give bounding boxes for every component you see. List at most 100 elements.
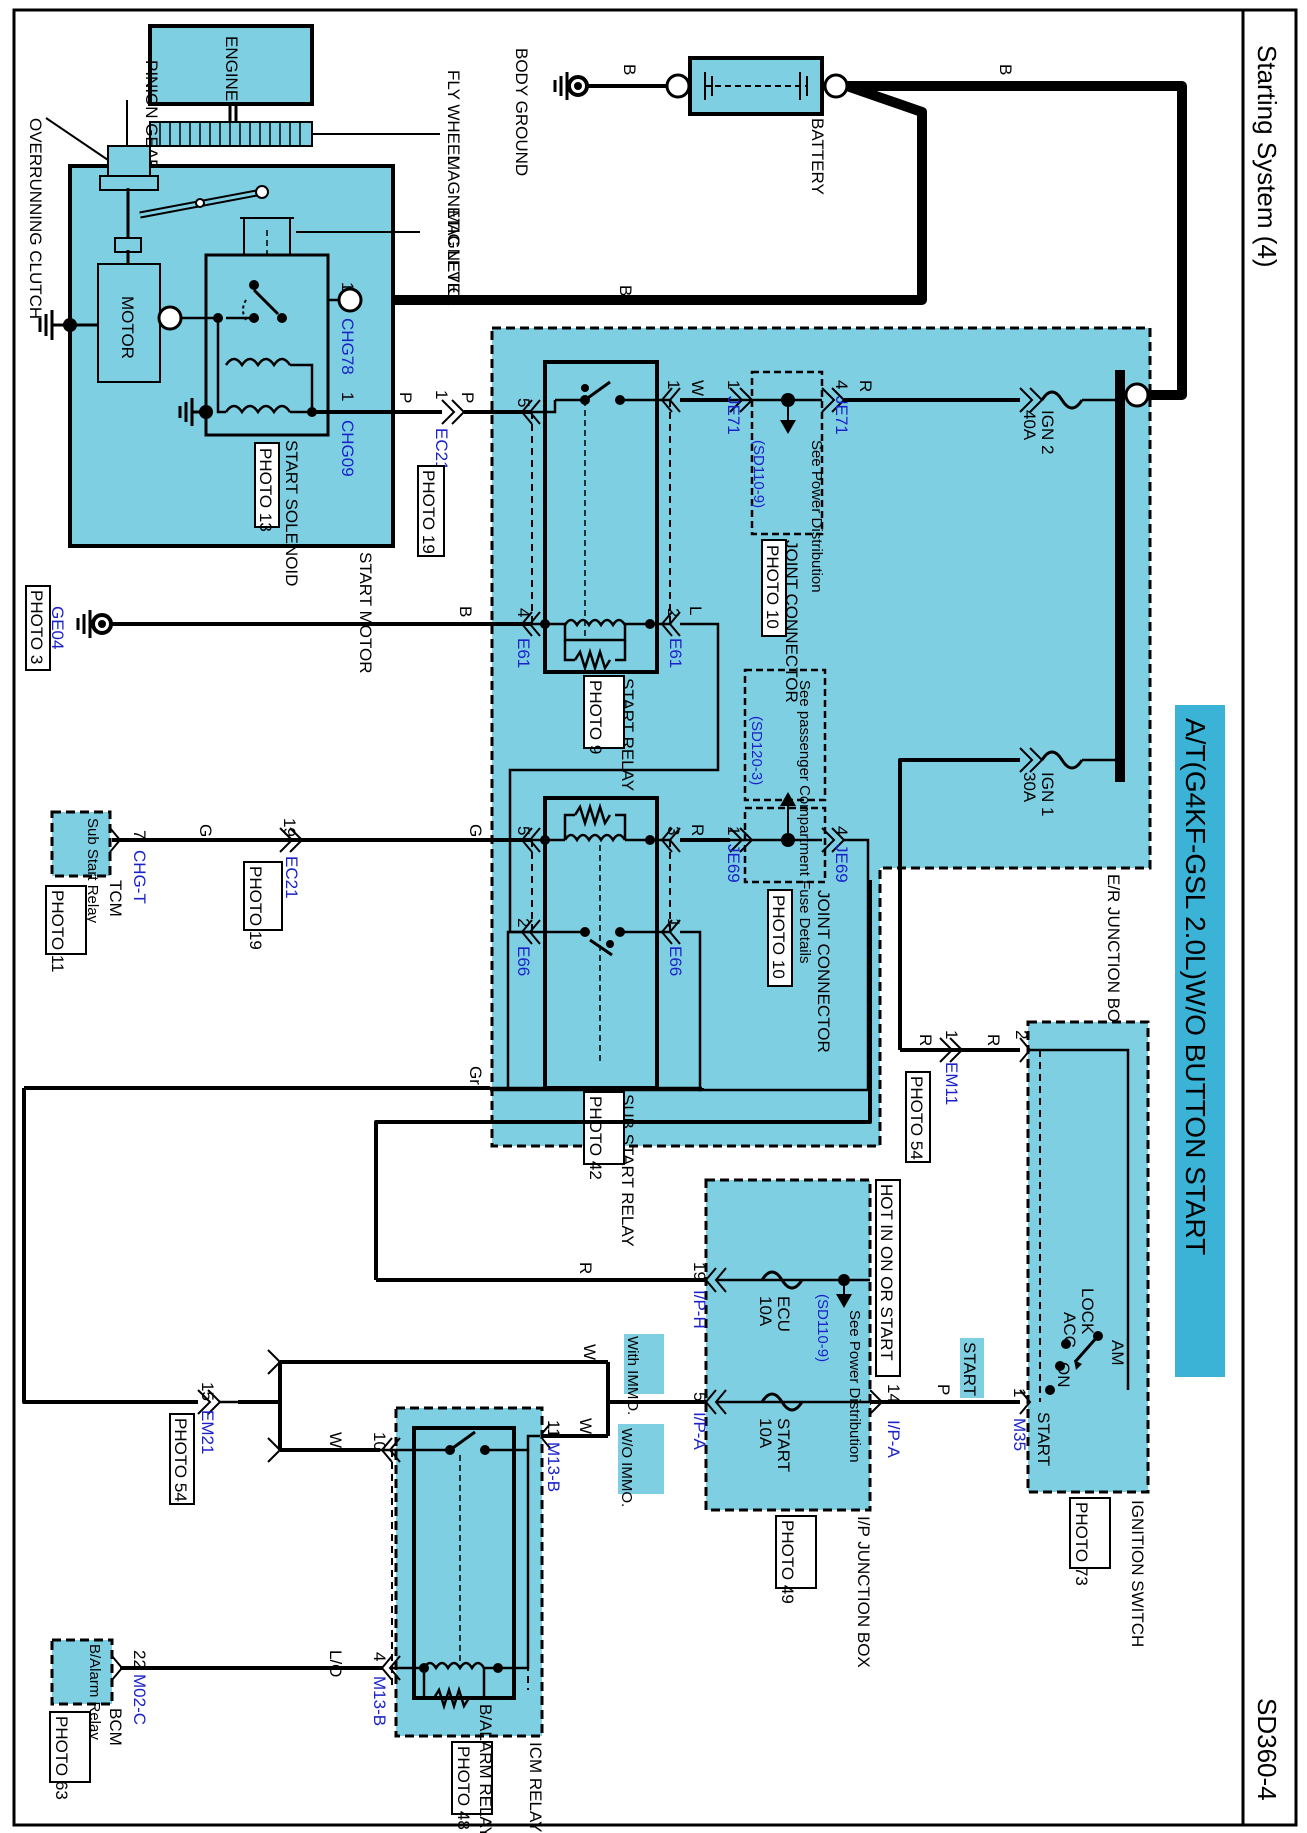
svg-text:10A: 10A — [756, 1296, 775, 1327]
wire-gr-to-em21 — [22, 1088, 198, 1404]
connector-e66-b: E66 — [666, 946, 685, 976]
svg-text:START: START — [960, 1342, 979, 1396]
svg-text:W: W — [688, 380, 707, 396]
fuse-ign1 — [1040, 750, 1084, 770]
svg-text:L: L — [686, 606, 705, 615]
engine-label: ENGINE — [222, 36, 241, 101]
ignition-switch-label: IGNITION SWITCH — [1128, 1500, 1147, 1647]
connector-ec21-b: EC21 — [282, 856, 301, 899]
svg-text:5: 5 — [690, 1392, 709, 1401]
connector-e66-a: E66 — [514, 946, 533, 976]
svg-text:14: 14 — [884, 1384, 903, 1403]
svg-text:4: 4 — [832, 380, 851, 389]
fuse-start — [760, 1392, 804, 1412]
svg-text:ACC: ACC — [1060, 1312, 1079, 1348]
connector-ip-a-2: I/P-A — [690, 1412, 709, 1450]
connector-ge04: GE04 — [48, 606, 67, 649]
connector-m02-c: M02-C — [130, 1674, 149, 1725]
photo-10-b: PHOTO 10 — [769, 895, 788, 979]
ip-junction-box — [704, 1178, 872, 1512]
svg-text:2: 2 — [1012, 1030, 1031, 1039]
svg-text:(SD110-9): (SD110-9) — [814, 1294, 831, 1362]
connector-em11: EM11 — [942, 1062, 961, 1105]
joint-connector-je71 — [750, 370, 824, 536]
see-power-distribution-1: See Power Distribution — [808, 440, 825, 593]
svg-text:G: G — [196, 824, 215, 837]
photo-3: PHOTO 3 — [27, 590, 46, 664]
connector-chg-t: CHG-T — [130, 850, 149, 904]
page-frame — [12, 8, 1298, 1827]
svg-text:R: R — [576, 1262, 595, 1274]
connector-je69-a: JE69 — [724, 844, 743, 883]
wo-immo-label: W/O IMMO. — [618, 1428, 635, 1507]
with-immo-label: With IMMO. — [624, 1336, 641, 1415]
svg-text:IGN 2: IGN 2 — [1038, 410, 1057, 454]
svg-text:4: 4 — [832, 826, 851, 835]
tcm-label: TCM — [106, 880, 125, 917]
connector-ec21-a: EC21 — [432, 428, 451, 471]
sub-start-relay-box — [543, 796, 659, 1090]
connector-m13-b-1: M13-B — [544, 1442, 563, 1492]
bcm-box — [50, 1638, 114, 1706]
svg-text:10A: 10A — [756, 1418, 775, 1449]
svg-text:1: 1 — [664, 918, 683, 927]
start-solenoid-label: START SOLENOID — [282, 440, 301, 586]
connector-e61-b: E61 — [666, 638, 685, 668]
battery-neg-terminal — [665, 73, 691, 99]
connector-chg78: CHG78 — [338, 318, 357, 375]
svg-text:R: R — [856, 380, 875, 392]
svg-text:W: W — [576, 1418, 595, 1434]
svg-text:B: B — [456, 606, 475, 617]
svg-text:1: 1 — [338, 282, 357, 291]
chg78-terminal — [337, 287, 363, 313]
connector-je71-b: JE71 — [832, 396, 851, 435]
connector-m13-b-2: M13-B — [370, 1676, 389, 1726]
connector-ip-a-1: I/P-A — [884, 1420, 903, 1458]
photo-11: PHOTO 11 — [48, 890, 67, 973]
svg-text:START: START — [774, 1418, 793, 1472]
photo-54-b: PHOTO 54 — [171, 1418, 190, 1502]
svg-text:1: 1 — [338, 392, 357, 401]
photo-10-a: PHOTO 10 — [763, 545, 782, 629]
connector-m35: M35 — [1010, 1418, 1029, 1451]
svg-text:P: P — [934, 1384, 953, 1395]
svg-text:R: R — [916, 1034, 935, 1046]
photo-19-a: PHOTO 19 — [419, 470, 438, 554]
page-title: Starting System (4) — [1252, 45, 1282, 268]
connector-ip-h: I/P-H — [690, 1290, 709, 1329]
ip-junction-box-label: I/P JUNCTION BOX — [854, 1516, 873, 1668]
start-motor-label: START MOTOR — [356, 552, 375, 674]
svg-text:L/O: L/O — [326, 1650, 345, 1677]
connector-je71-a: JE71 — [724, 396, 743, 435]
magnetic-label: MAGNETIC — [444, 210, 463, 300]
flywheel-label: FLY WHEEL — [444, 70, 463, 165]
svg-text:10: 10 — [370, 1432, 389, 1451]
flywheel-teeth — [149, 121, 313, 147]
svg-text:B: B — [996, 64, 1015, 75]
body-ground-label: BODY GROUND — [512, 48, 531, 176]
svg-text:LOCK: LOCK — [1078, 1288, 1097, 1335]
svg-text:30A: 30A — [1020, 772, 1039, 803]
svg-text:Gr: Gr — [466, 1066, 485, 1085]
svg-text:1: 1 — [942, 1030, 961, 1039]
battery-pos-terminal — [823, 73, 849, 99]
svg-text:ECU: ECU — [774, 1296, 793, 1332]
balarm-relay-box — [412, 1426, 516, 1700]
svg-text:R: R — [984, 1034, 1003, 1046]
motor-label: MOTOR — [118, 296, 137, 359]
photo-54-a: PHOTO 54 — [907, 1076, 926, 1160]
wire-ign1 — [898, 758, 1020, 1050]
battery-label: BATTERY — [808, 118, 827, 195]
wire-je69-to-e66-1 — [680, 838, 870, 1092]
photo-73: PHOTO 73 — [1072, 1502, 1091, 1586]
svg-text:(SD120-3): (SD120-3) — [748, 716, 765, 785]
engine-box — [148, 24, 314, 106]
svg-text:4: 4 — [370, 1652, 389, 1661]
svg-text:W: W — [580, 1344, 599, 1360]
svg-text:2: 2 — [514, 918, 533, 927]
photo-13: PHOTO 13 — [256, 448, 275, 532]
photo-48: PHOTO 48 — [454, 1746, 473, 1830]
tcm-inner-label: Sub Start Relay — [84, 818, 101, 924]
start-highlight — [960, 1338, 984, 1398]
